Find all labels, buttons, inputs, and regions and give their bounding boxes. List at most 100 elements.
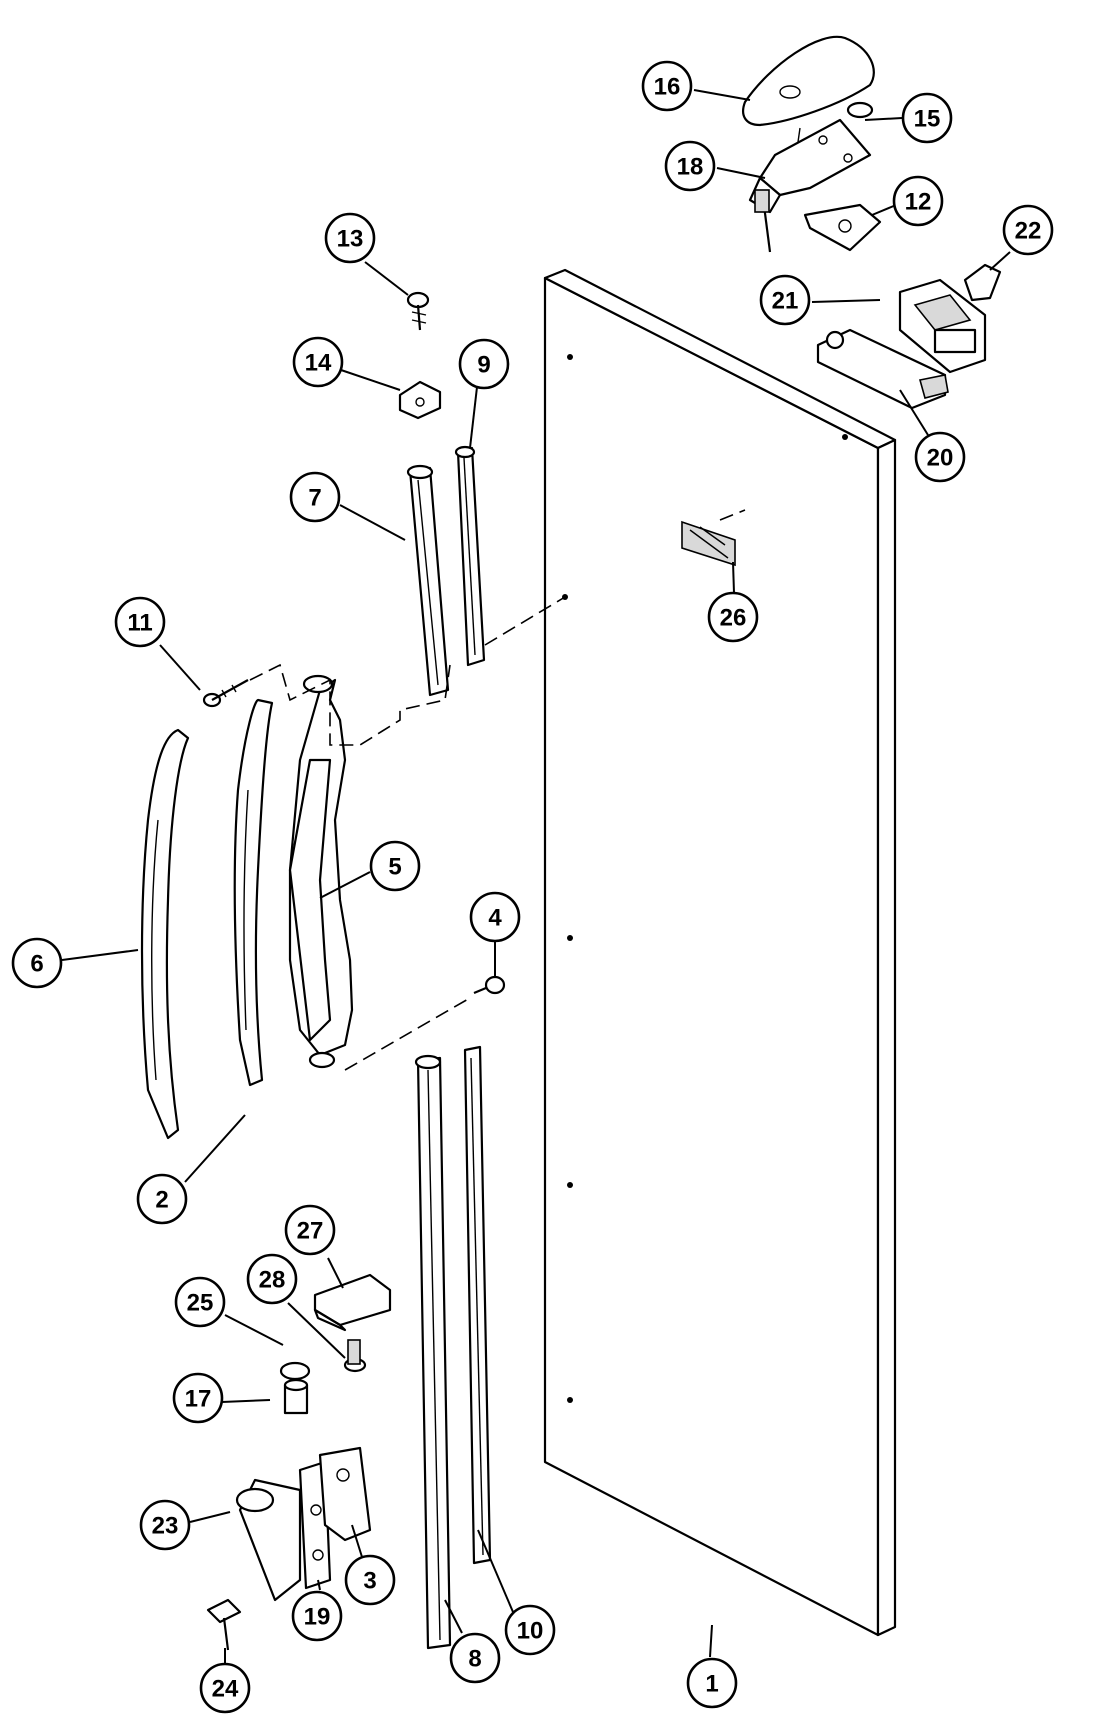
callout-10: 10: [504, 1604, 556, 1656]
callout-circle: [291, 1590, 343, 1642]
callout-8: 8: [449, 1632, 501, 1684]
callout-circle: [1002, 204, 1054, 256]
clip: [963, 263, 1002, 302]
callout-number: 26: [720, 605, 747, 632]
callout-circle: [664, 140, 716, 192]
callout-28: 28: [246, 1253, 298, 1305]
callout-number: 13: [337, 226, 364, 253]
callout-circle: [136, 1173, 188, 1225]
callout-11: 11: [114, 596, 166, 648]
callout-19: 19: [291, 1590, 343, 1642]
callout-circle: [641, 60, 693, 112]
callout-23: 23: [139, 1499, 191, 1551]
lower-trim-inner: [463, 1045, 492, 1565]
callout-circle: [114, 596, 166, 648]
callout-number: 22: [1015, 218, 1042, 245]
callout-17: 17: [172, 1372, 224, 1424]
callout-number: 6: [30, 951, 43, 978]
hinge-shim: [803, 203, 882, 252]
callout-24: 24: [199, 1662, 251, 1714]
handle-cap: [398, 380, 442, 420]
callout-16: 16: [641, 60, 693, 112]
screw-top: [406, 291, 430, 331]
callout-circle: [172, 1372, 224, 1424]
callout-number: 5: [388, 854, 401, 881]
callout-12: 12: [892, 175, 944, 227]
callout-26: 26: [707, 591, 759, 643]
callout-number: 2: [155, 1187, 168, 1214]
callout-number: 8: [468, 1646, 481, 1673]
callout-number: 24: [212, 1676, 239, 1703]
handle-screw: [202, 679, 249, 708]
callout-circle: [174, 1276, 226, 1328]
bottom-bracket: [313, 1273, 392, 1332]
callout-circle: [369, 840, 421, 892]
callout-circle: [292, 336, 344, 388]
callout-circle: [284, 1204, 336, 1256]
callout-circle: [449, 1632, 501, 1684]
callout-21: 21: [759, 274, 811, 326]
washer: [279, 1361, 311, 1381]
callout-circle: [139, 1499, 191, 1551]
handle-trim: [233, 698, 274, 1087]
bushing: [283, 1378, 309, 1415]
callout-13: 13: [324, 212, 376, 264]
callout-number: 25: [187, 1290, 214, 1317]
callouts: 1234567891011121314151617181920212223242…: [11, 60, 1054, 1714]
callout-20: 20: [914, 431, 966, 483]
handle-mount: [288, 674, 354, 1069]
callout-circle: [686, 1657, 738, 1709]
hinge-spacer: [318, 1446, 372, 1542]
label-plate: [681, 520, 736, 567]
callout-number: 15: [914, 106, 941, 133]
callout-number: 20: [927, 445, 954, 472]
callout-number: 7: [308, 485, 321, 512]
hinge-cover: [742, 35, 875, 127]
callout-14: 14: [292, 336, 344, 388]
callout-circle: [324, 212, 376, 264]
callout-3: 3: [344, 1554, 396, 1606]
callout-number: 1: [705, 1671, 718, 1698]
callout-circle: [504, 1604, 556, 1656]
callout-number: 23: [152, 1513, 179, 1540]
top-hinge: [748, 101, 874, 253]
callout-2: 2: [136, 1173, 188, 1225]
callout-circle: [344, 1554, 396, 1606]
callout-25: 25: [174, 1276, 226, 1328]
leader-lines: [61, 89, 1011, 1663]
screw-middle: [473, 975, 506, 995]
callout-number: 27: [297, 1218, 324, 1245]
upper-trim-outer: [406, 464, 450, 697]
bottom-screw: [206, 1598, 242, 1651]
handle-outer: [140, 728, 190, 1140]
callout-1: 1: [686, 1657, 738, 1709]
callout-6: 6: [11, 937, 63, 989]
callout-4: 4: [469, 891, 521, 943]
callout-number: 18: [677, 154, 704, 181]
callout-circle: [246, 1253, 298, 1305]
callout-circle: [892, 175, 944, 227]
callout-circle: [289, 471, 341, 523]
callout-18: 18: [664, 140, 716, 192]
callout-number: 9: [477, 352, 490, 379]
callout-number: 19: [304, 1604, 331, 1631]
door-closer-bracket: [898, 278, 987, 374]
callout-22: 22: [1002, 204, 1054, 256]
callout-circle: [11, 937, 63, 989]
callout-circle: [759, 274, 811, 326]
callout-7: 7: [289, 471, 341, 523]
callout-number: 4: [488, 905, 502, 932]
callout-number: 3: [363, 1568, 376, 1595]
callout-5: 5: [369, 840, 421, 892]
callout-circle: [199, 1662, 251, 1714]
callout-number: 17: [185, 1386, 212, 1413]
callout-circle: [707, 591, 759, 643]
callout-number: 21: [772, 288, 799, 315]
callout-number: 28: [259, 1267, 286, 1294]
assembly-lines: [249, 509, 746, 1071]
upper-trim-inner: [454, 445, 486, 667]
callout-number: 14: [305, 350, 332, 377]
pivot-pin: [343, 1339, 367, 1373]
callout-9: 9: [458, 338, 510, 390]
